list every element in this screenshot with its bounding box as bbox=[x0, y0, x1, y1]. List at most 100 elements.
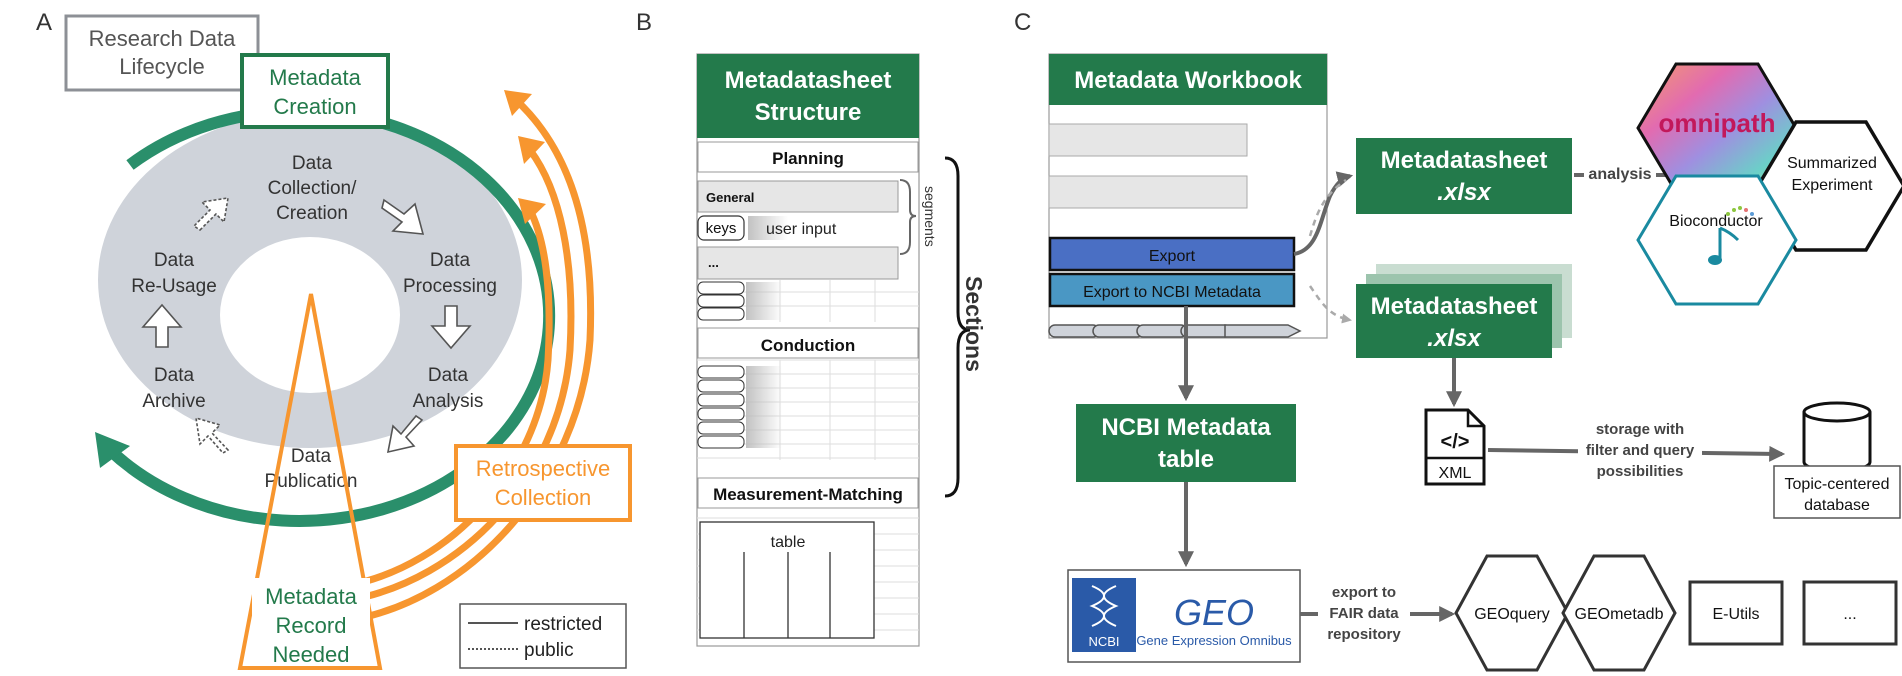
planning-header-box bbox=[697, 141, 919, 173]
metadata-creation-arrowhead bbox=[95, 432, 130, 468]
measurement-table-label: table bbox=[771, 534, 806, 551]
arrow-archive-to-reusage bbox=[141, 303, 183, 348]
arrow-publication-to-archive bbox=[195, 416, 230, 455]
workbook-to-sheet2-dashed bbox=[1308, 285, 1352, 324]
ncbi-table-box bbox=[1076, 404, 1296, 482]
planning-key-rows bbox=[697, 281, 745, 321]
storage-line2: filter and query bbox=[1586, 442, 1695, 459]
panel-b-letter: B bbox=[636, 9, 652, 36]
workbook-to-sheet1-dashed bbox=[1308, 178, 1347, 237]
step-analysis-line2: Analysis bbox=[413, 391, 484, 412]
ncbi-table-line2: table bbox=[1158, 446, 1214, 473]
ellipsis-segment-label: ... bbox=[708, 255, 719, 270]
summarized-line1: Summarized bbox=[1787, 155, 1877, 172]
metadata-creation-line1: Metadata bbox=[269, 65, 361, 90]
metadata-creation-box bbox=[240, 53, 390, 129]
summarized-line2: Experiment bbox=[1792, 177, 1873, 194]
step-archive-line1: Data bbox=[154, 365, 195, 386]
measurement-header-box bbox=[697, 477, 919, 509]
arrow-processing-to-analysis bbox=[430, 305, 472, 350]
eutils-label: E-Utils bbox=[1712, 606, 1759, 623]
xml-file-fold bbox=[1466, 410, 1484, 428]
panel-c: C Metadata Workbook Export Export to NCB… bbox=[1014, 9, 1902, 672]
user-input-label: user input bbox=[766, 221, 837, 238]
step-analysis-line1: Data bbox=[428, 365, 469, 386]
eutils-box bbox=[1688, 580, 1784, 646]
legend-box bbox=[459, 603, 627, 669]
bioconductor-label: Bioconductor bbox=[1669, 213, 1763, 230]
geometadb-hexagon bbox=[1561, 554, 1677, 672]
export-button-label: Export bbox=[1149, 248, 1196, 265]
metadatasheet-box-1 bbox=[1356, 138, 1572, 214]
retrospective-line2: Collection bbox=[495, 485, 592, 510]
general-label: General bbox=[706, 190, 754, 205]
omnipath-logo-text: omnipath bbox=[1659, 108, 1776, 138]
retrospective-arcs bbox=[349, 97, 595, 624]
analysis-label: analysis bbox=[1588, 166, 1651, 183]
step-collection-line3: Creation bbox=[276, 203, 348, 224]
export-fair-line2: FAIR data bbox=[1329, 605, 1399, 622]
conduction-header-box bbox=[697, 327, 919, 359]
workbook-row-1 bbox=[1048, 123, 1248, 157]
sections-brace bbox=[944, 156, 971, 498]
export-fair-line1: export to bbox=[1332, 584, 1396, 601]
arrow-collection-to-processing bbox=[381, 198, 425, 235]
step-publication-line1: Data bbox=[291, 446, 332, 467]
general-segment bbox=[697, 180, 899, 213]
metadatasheet-1-line2: .xlsx bbox=[1437, 179, 1492, 206]
geoquery-hexagon bbox=[1454, 554, 1570, 672]
record-needed-label-bg bbox=[252, 578, 370, 666]
sheet-title-line2: Structure bbox=[755, 99, 862, 126]
geometadb-label: GEOmetadb bbox=[1575, 606, 1664, 623]
retrospective-arrowhead-1 bbox=[504, 90, 532, 116]
more-tools-label: ... bbox=[1843, 606, 1856, 623]
step-reusage-line1: Data bbox=[154, 250, 195, 271]
panel-c-letter: C bbox=[1014, 9, 1031, 36]
retrospective-arrowhead-3 bbox=[518, 198, 546, 224]
metadatasheet-2-line2: .xlsx bbox=[1427, 325, 1482, 352]
geo-logo-text: GEO bbox=[1174, 592, 1254, 633]
panel-b: B Metadatasheet Structure Planning Gener… bbox=[636, 9, 987, 647]
step-publication-line2: Publication bbox=[265, 471, 358, 492]
ncbi-helix-icon bbox=[1089, 585, 1119, 627]
ncbi-logo-text: NCBI bbox=[1088, 634, 1119, 649]
workbook-row-2 bbox=[1048, 175, 1248, 209]
lifecycle-ring bbox=[98, 112, 522, 448]
bioconductor-note-icon bbox=[1718, 226, 1740, 258]
step-collection-line2: Collection/ bbox=[268, 178, 357, 199]
legend-restricted-label: restricted bbox=[524, 614, 602, 635]
retrospective-box bbox=[454, 444, 632, 522]
measurement-table bbox=[699, 521, 875, 639]
keys-cell bbox=[697, 215, 745, 241]
export-ncbi-button[interactable] bbox=[1048, 272, 1296, 308]
xml-label: XML bbox=[1439, 465, 1472, 482]
export-button[interactable] bbox=[1048, 236, 1296, 272]
bioconductor-hexagon bbox=[1636, 174, 1798, 306]
segments-brace bbox=[899, 179, 917, 255]
arrow-analysis-to-publication bbox=[386, 414, 424, 454]
conduction-rows-fade bbox=[746, 366, 782, 448]
measurement-table-columns bbox=[743, 552, 831, 638]
step-archive-line2: Archive bbox=[142, 391, 205, 412]
conduction-key-rows bbox=[697, 365, 745, 449]
geo-subtitle: Gene Expression Omnibus bbox=[1136, 633, 1292, 648]
panel-a-letter: A bbox=[36, 9, 52, 36]
workbook-title-box bbox=[1049, 54, 1327, 105]
step-collection-line1: Data bbox=[292, 153, 333, 174]
retrospective-arrowhead-2 bbox=[518, 136, 545, 164]
metadata-creation-line2: Creation bbox=[273, 94, 356, 119]
bioconductor-note-head bbox=[1708, 255, 1722, 265]
step-processing-line1: Data bbox=[430, 250, 471, 271]
lifecycle-title-line1: Research Data bbox=[89, 26, 237, 51]
measurement-header: Measurement-Matching bbox=[713, 485, 903, 504]
workbook-title: Metadata Workbook bbox=[1074, 67, 1302, 94]
record-needed-line2: Record bbox=[276, 613, 347, 638]
ncbi-table-line1: NCBI Metadata bbox=[1101, 414, 1271, 441]
storage-line1: storage with bbox=[1596, 421, 1684, 438]
arrow-reusage-to-collection bbox=[192, 197, 229, 232]
metadatasheet-2-line1: Metadatasheet bbox=[1371, 293, 1538, 320]
export-ncbi-button-label: Export to NCBI Metadata bbox=[1083, 284, 1261, 301]
sheet-title-box bbox=[697, 54, 919, 138]
storage-label-bg bbox=[1578, 420, 1702, 482]
